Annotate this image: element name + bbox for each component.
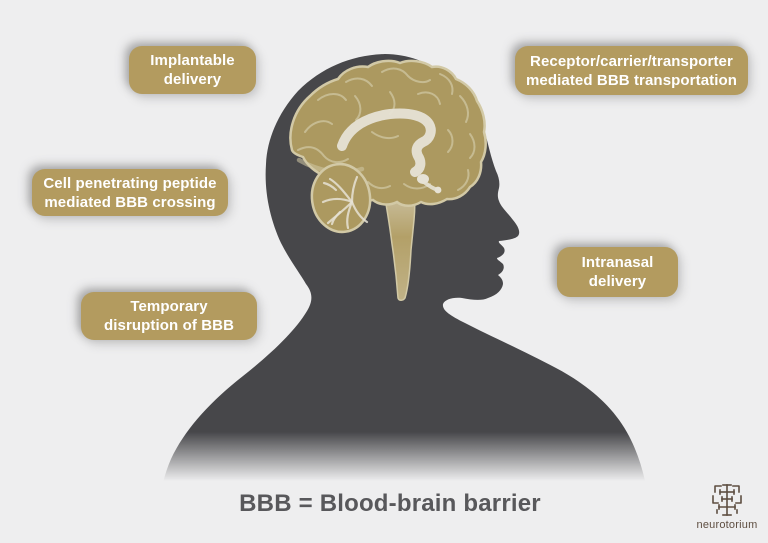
badge-label-line: Intranasal xyxy=(581,254,654,271)
badge-label-line: delivery xyxy=(163,71,222,88)
badge-label-line: mediated BBB transportation xyxy=(525,71,738,89)
badge-intranasal-delivery: Intranasal delivery xyxy=(557,247,678,297)
badge-receptor-carrier-transporter: Receptor/carrier/transporter mediated BB… xyxy=(515,46,748,95)
badge-label-line: Implantable xyxy=(150,52,235,69)
badge-label-line: Receptor/carrier/transporter xyxy=(530,52,733,70)
neurotorium-logo: neurotorium xyxy=(692,482,762,531)
badge-temporary-disruption: Temporary disruption of BBB xyxy=(81,292,257,340)
neurotorium-logo-text: neurotorium xyxy=(696,519,758,531)
brain-gyri xyxy=(296,67,476,191)
brain-corpus-callosum xyxy=(337,108,442,194)
badge-implantable-delivery: Implantable delivery xyxy=(129,46,256,94)
badge-cell-penetrating-peptide: Cell penetrating peptide mediated BBB cr… xyxy=(32,169,228,216)
badge-label-line: delivery xyxy=(588,273,647,290)
badge-label-line: mediated BBB crossing xyxy=(44,193,216,211)
badge-label-line: Cell penetrating peptide xyxy=(43,174,217,192)
badge-label-line: disruption of BBB xyxy=(103,317,234,334)
badge-label-line: Temporary xyxy=(130,298,208,315)
brain-arbor-vitae xyxy=(321,175,369,230)
neurotorium-brain-mark-icon xyxy=(712,484,742,516)
caption-bbb-definition: BBB = Blood-brain barrier xyxy=(239,490,541,517)
